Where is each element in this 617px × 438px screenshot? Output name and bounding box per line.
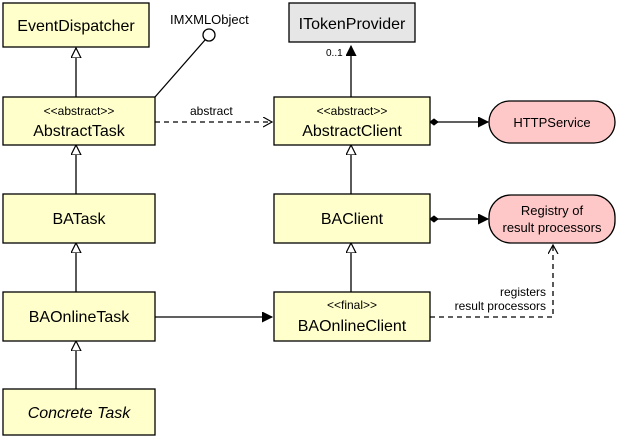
registers-label-line2: result processors <box>455 299 546 313</box>
node-ba-online-task: BAOnlineTask <box>2 291 156 342</box>
node-ba-online-client: <<final>> BAOnlineClient <box>273 291 431 342</box>
node-ba-client: BAClient <box>273 193 431 244</box>
node-ba-online-client-label: BAOnlineClient <box>298 318 407 335</box>
abstract-edge-label: abstract <box>190 104 233 118</box>
node-abstract-client-label: AbstractClient <box>302 123 402 140</box>
node-abstract-task-label: AbstractTask <box>33 123 126 140</box>
node-ba-task: BATask <box>2 193 156 244</box>
node-ba-task-label: BATask <box>52 211 106 228</box>
node-ba-client-label: BAClient <box>321 211 384 228</box>
node-registry: Registry of result processors <box>488 194 616 244</box>
node-event-dispatcher-label: EventDispatcher <box>17 18 135 35</box>
node-abstract-task: <<abstract>> AbstractTask <box>2 96 156 146</box>
node-concrete-task: Concrete Task <box>2 388 156 436</box>
node-concrete-task-label: Concrete Task <box>28 405 132 422</box>
node-abstract-client: <<abstract>> AbstractClient <box>273 96 431 146</box>
node-ba-online-task-label: BAOnlineTask <box>29 309 130 326</box>
multiplicity-label: 0..1 <box>326 48 343 59</box>
node-registry-label-line2: result processors <box>503 220 602 235</box>
node-abstract-task-stereotype: <<abstract>> <box>44 104 115 118</box>
node-http-service-label: HTTPService <box>513 115 590 130</box>
node-ba-online-client-stereotype: <<final>> <box>327 298 377 312</box>
node-http-service: HTTPService <box>488 100 616 144</box>
registers-label-line1: registers <box>500 285 546 299</box>
node-itoken-provider-label: ITokenProvider <box>299 16 406 33</box>
edge-abstracttask-imxmlobject <box>154 39 206 98</box>
node-registry-label-line1: Registry of <box>521 203 584 218</box>
imxml-object-label: IMXMLObject <box>170 12 249 27</box>
node-event-dispatcher: EventDispatcher <box>2 2 150 48</box>
interface-lollipop-icon <box>202 28 216 42</box>
node-itoken-provider: ITokenProvider <box>288 2 416 43</box>
edge-baonlineclient-registry <box>430 245 553 318</box>
node-abstract-client-stereotype: <<abstract>> <box>317 104 388 118</box>
